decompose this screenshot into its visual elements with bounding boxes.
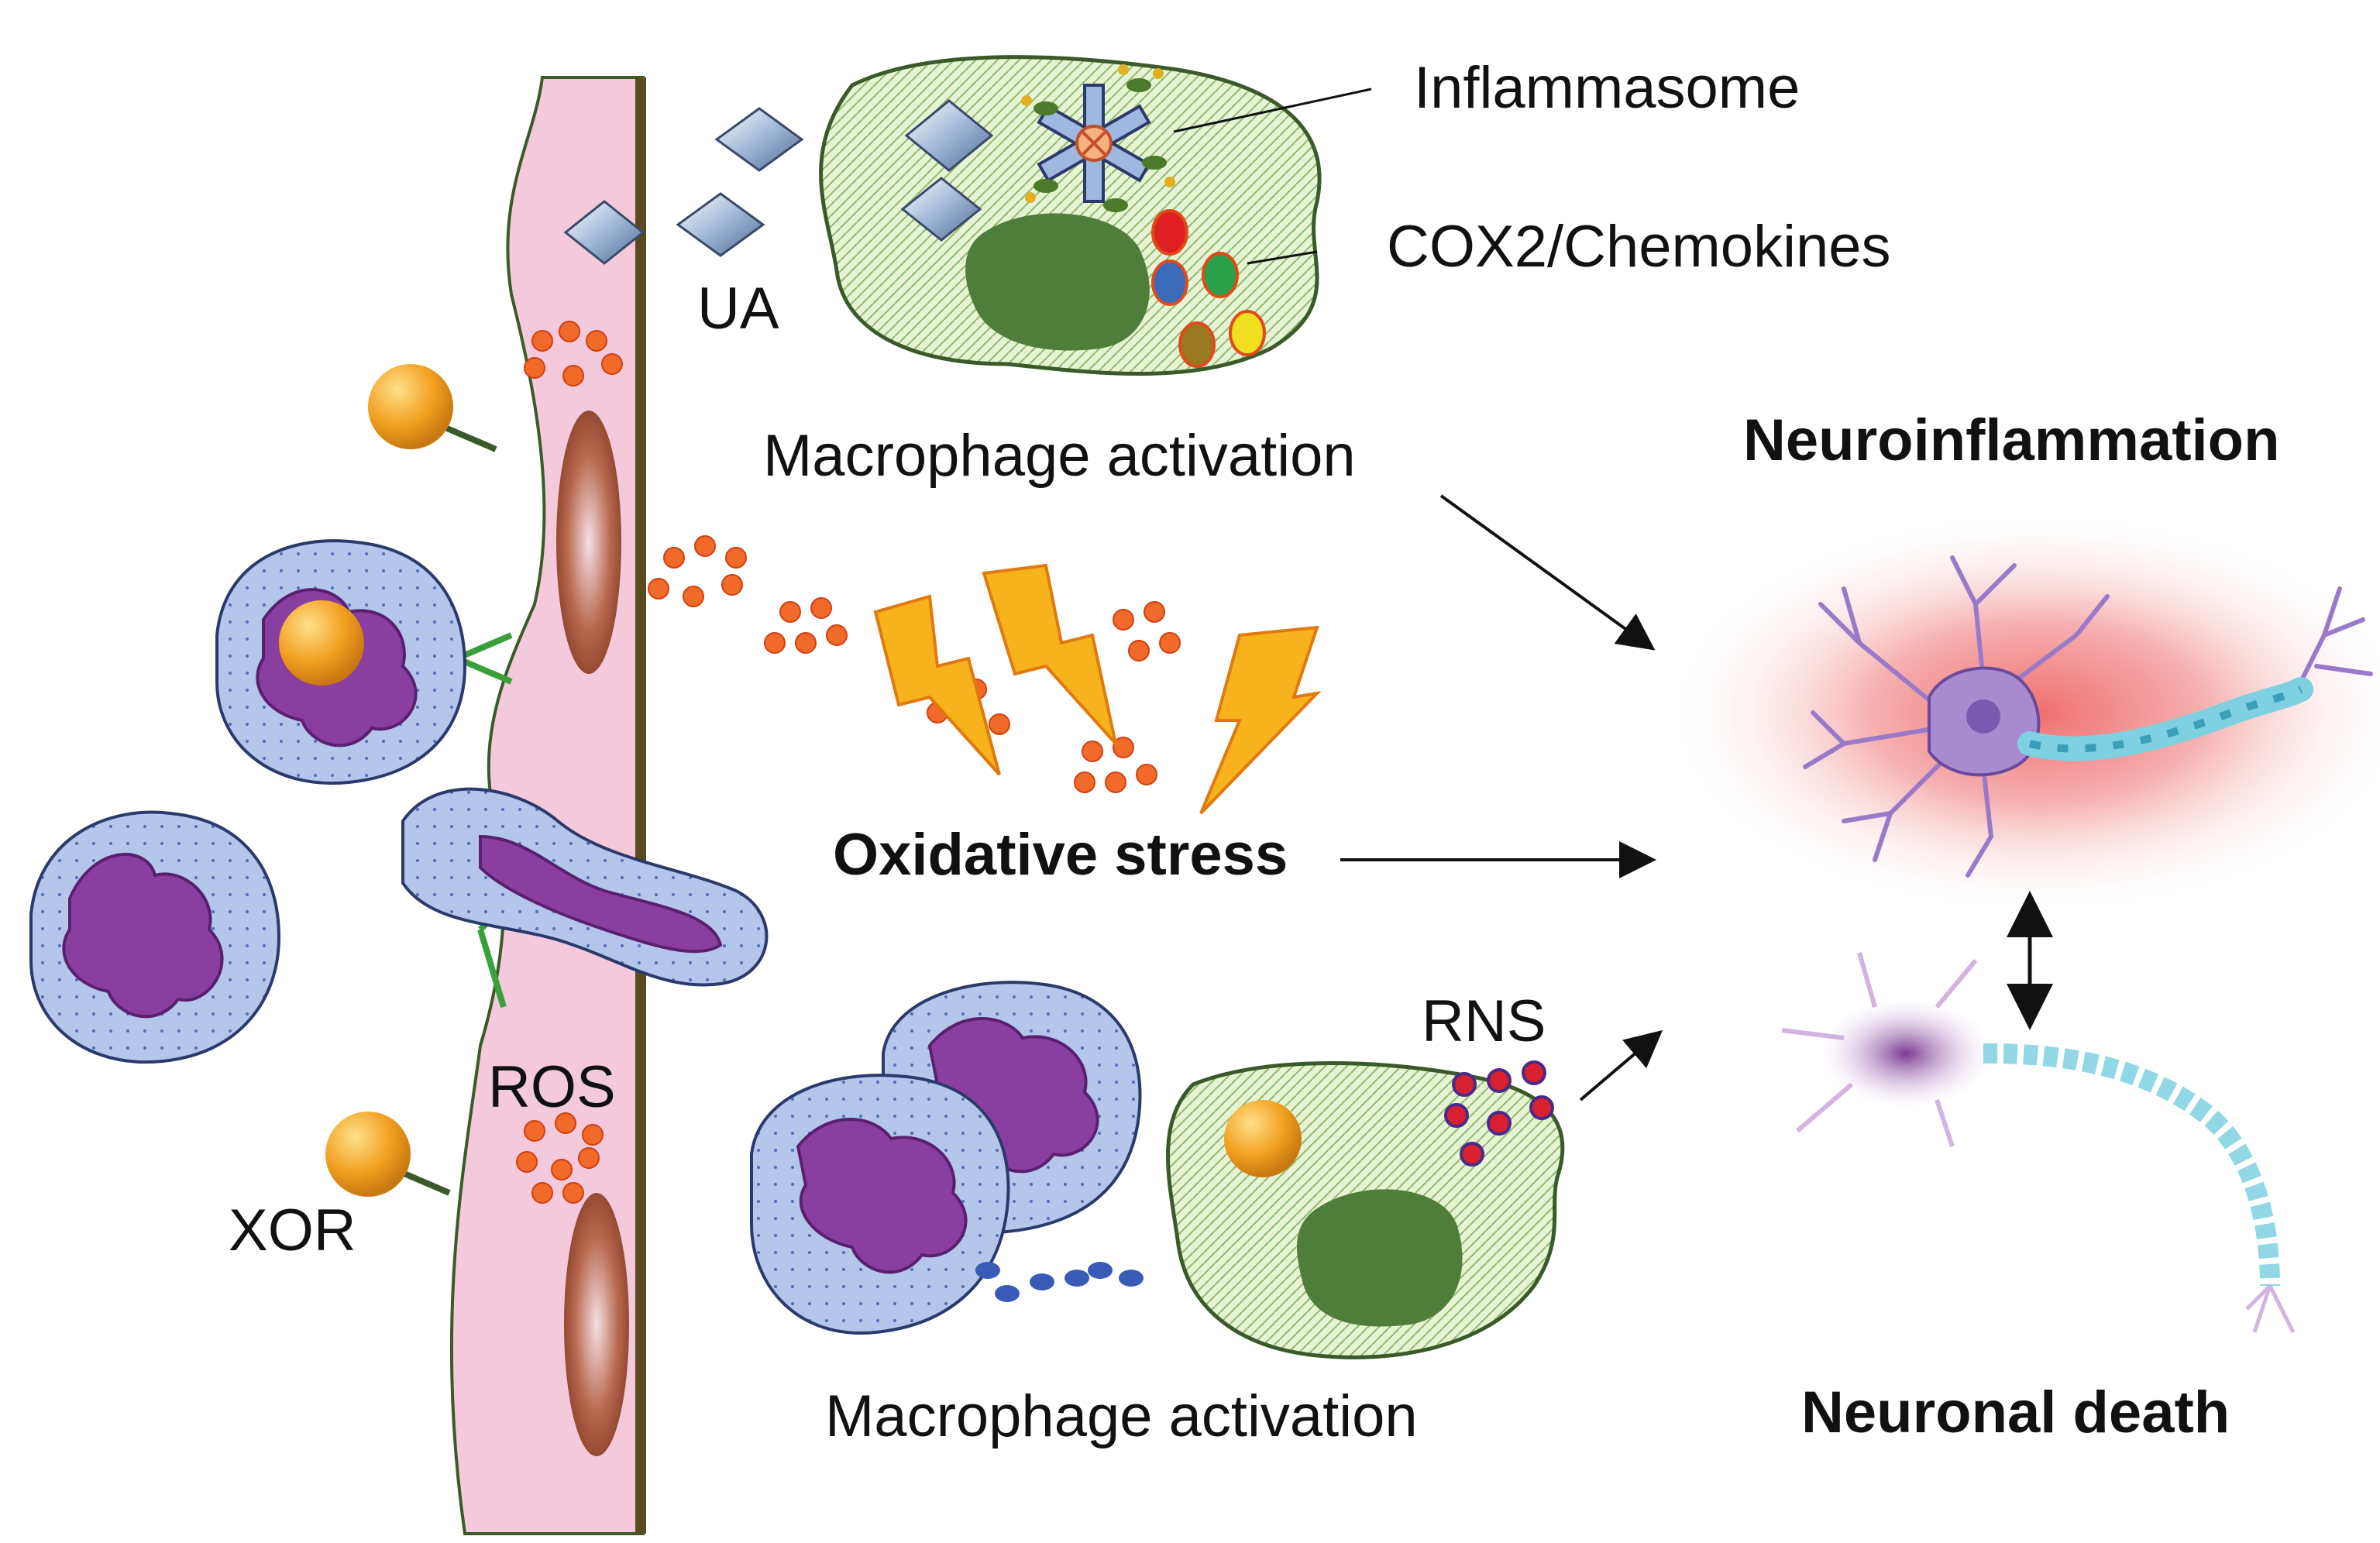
- cox2-chemokine-vesicles: [1151, 209, 1266, 368]
- macrophage-nucleus: [1297, 1189, 1463, 1327]
- chemokine-dots: [975, 1262, 1144, 1302]
- label-rns: RNS: [1422, 988, 1546, 1054]
- transmigrating-neutrophil: [401, 787, 769, 1009]
- label-neuroinflammation: Neuroinflammation: [1743, 407, 2280, 473]
- rns-dots: [1444, 1060, 1554, 1167]
- label-cox2-chemokines: COX2/Chemokines: [1387, 214, 1891, 280]
- label-macrophage-activation-top: Macrophage activation: [763, 423, 1356, 489]
- neutrophil-with-xor: [215, 539, 513, 785]
- label-macrophage-activation-bottom: Macrophage activation: [825, 1383, 1418, 1449]
- arrow-rns-to-neuron: [1579, 1029, 1663, 1101]
- label-ros: ROS: [488, 1054, 616, 1120]
- oxidative-stress-lightning: [873, 563, 1322, 815]
- neutrophil-left: [29, 810, 281, 1064]
- endothelial-nucleus: [564, 1193, 629, 1456]
- uric-acid-crystal: [904, 99, 994, 172]
- label-neuronal-death: Neuronal death: [1801, 1380, 2230, 1445]
- ros-dots: [524, 321, 623, 387]
- uric-acid-crystals: [563, 107, 804, 265]
- xor-enzyme: [1224, 1100, 1302, 1177]
- axon-segments: [2028, 686, 2303, 753]
- label-inflammasome: Inflammasome: [1414, 55, 1800, 121]
- ros-dots: [516, 1112, 604, 1204]
- xor-enzyme: [325, 364, 497, 1197]
- degenerating-axon: [1983, 1043, 2280, 1287]
- endothelial-nucleus: [556, 411, 621, 674]
- label-xor: XOR: [229, 1198, 356, 1263]
- macrophage-nucleus: [965, 213, 1150, 351]
- label-ua: UA: [697, 276, 779, 342]
- dying-neuron-soma: [1821, 999, 1991, 1108]
- cox2-leader-line: [1247, 250, 1318, 265]
- neutrophil-bottom-front: [750, 1074, 1010, 1335]
- vessel-wall: [635, 77, 646, 1534]
- degenerating-axon-terminals: [2245, 1284, 2296, 1334]
- arrow-macrophage-to-neuroinflammation: [1439, 494, 1656, 651]
- neuron-inflamed: [1803, 555, 2373, 878]
- inflammasome-complex: [1021, 64, 1175, 212]
- inflammasome-leader-line: [1173, 88, 1372, 133]
- dying-neuron-dendrites: [1781, 952, 1978, 1147]
- label-oxidative-stress: Oxidative stress: [833, 822, 1288, 888]
- uric-acid-crystal: [900, 177, 982, 242]
- neuron-nucleus: [1966, 699, 2000, 734]
